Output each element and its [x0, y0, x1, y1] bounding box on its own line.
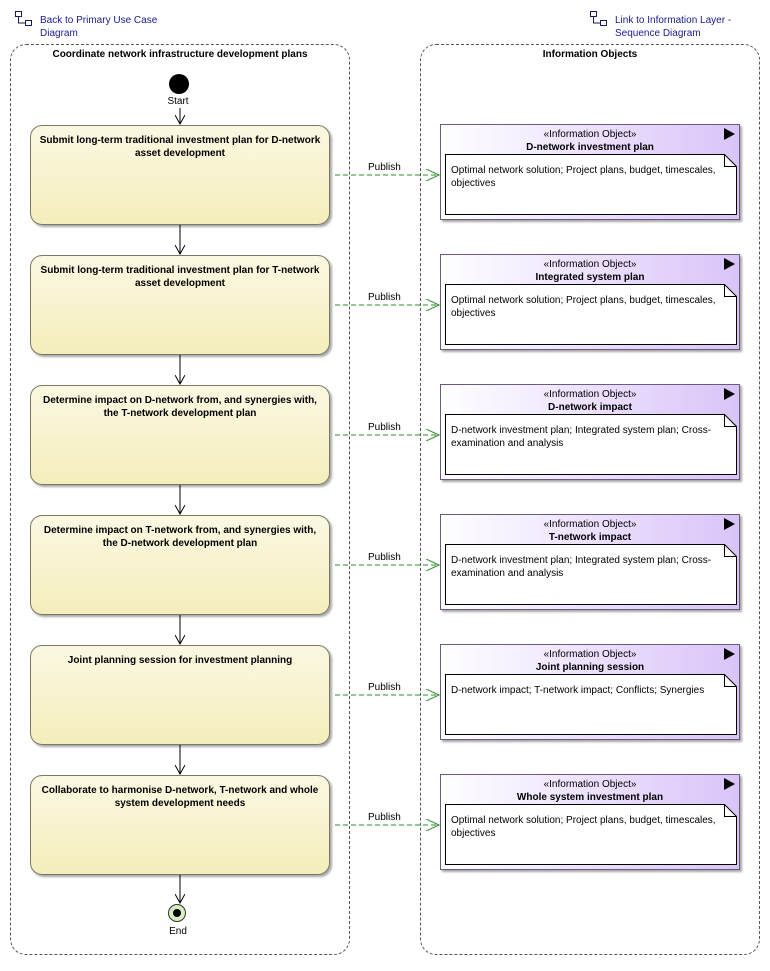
flag-icon: [724, 388, 735, 400]
stereotype-label: «Information Object»: [543, 649, 637, 660]
action-node[interactable]: Determine impact on D-network from, and …: [30, 385, 330, 485]
information-objects-partition-title: Information Objects: [542, 49, 638, 60]
action-label: Submit long-term traditional investment …: [39, 135, 321, 159]
flag-icon: [724, 258, 735, 270]
information-object-name: D-network impact: [548, 402, 632, 413]
stereotype-label: «Information Object»: [543, 389, 637, 400]
note-text: Optimal network solution; Project plans,…: [451, 815, 716, 839]
start-label: Start: [167, 96, 189, 107]
flag-icon: [724, 518, 735, 530]
note: Optimal network solution; Project plans,…: [445, 804, 737, 865]
publish-label: Publish: [368, 422, 401, 433]
note-text: Optimal network solution; Project plans,…: [451, 165, 716, 189]
note: D-network investment plan; Integrated sy…: [445, 414, 737, 475]
information-object[interactable]: «Information Object» Whole system investm…: [440, 774, 740, 870]
note: D-network investment plan; Integrated sy…: [445, 544, 737, 605]
note-shape: [445, 284, 737, 345]
action-node[interactable]: Determine impact on T-network from, and …: [30, 515, 330, 615]
information-object-name: T-network impact: [548, 532, 632, 543]
action-node[interactable]: Joint planning session for investment pl…: [30, 645, 330, 745]
note-shape: [445, 804, 737, 865]
end-node[interactable]: [168, 904, 186, 922]
information-object[interactable]: «Information Object» D-network investment…: [440, 124, 740, 220]
stereotype-label: «Information Object»: [543, 259, 637, 270]
end-label: End: [169, 926, 187, 937]
action-label: Joint planning session for investment pl…: [67, 655, 293, 666]
information-object-name: Joint planning session: [535, 662, 645, 673]
action-node[interactable]: Submit long-term traditional investment …: [30, 255, 330, 355]
note-shape: [445, 674, 737, 735]
note-text: Optimal network solution; Project plans,…: [451, 295, 716, 319]
information-object-name: D-network investment plan: [526, 142, 654, 153]
publish-label: Publish: [368, 682, 401, 693]
end-node-center: [173, 909, 181, 917]
note-shape: [445, 544, 737, 605]
flag-icon: [724, 778, 735, 790]
action-label: Collaborate to harmonise D-network, T-ne…: [41, 785, 319, 809]
action-node[interactable]: Collaborate to harmonise D-network, T-ne…: [30, 775, 330, 875]
action-label: Submit long-term traditional investment …: [40, 265, 320, 289]
note: D-network impact; T-network impact; Conf…: [445, 674, 737, 735]
action-node[interactable]: Submit long-term traditional investment …: [30, 125, 330, 225]
flag-icon: [724, 128, 735, 140]
stereotype-label: «Information Object»: [543, 779, 637, 790]
information-object[interactable]: «Information Object» Integrated system pl…: [440, 254, 740, 350]
publish-label: Publish: [368, 162, 401, 173]
stereotype-label: «Information Object»: [543, 519, 637, 530]
information-object[interactable]: «Information Object» Joint planning sessi…: [440, 644, 740, 740]
back-link-label[interactable]: Back to Primary Use Case Diagram: [40, 15, 158, 39]
note-text: D-network impact; T-network impact; Conf…: [451, 685, 705, 696]
flag-icon: [724, 648, 735, 660]
note-shape: [445, 414, 737, 475]
note-shape: [445, 154, 737, 215]
process-partition-title: Coordinate network infrastructure develo…: [52, 49, 308, 60]
information-objects-partition: Information Objects: [420, 44, 760, 955]
process-partition: Coordinate network infrastructure develo…: [10, 44, 350, 955]
action-label: Determine impact on T-network from, and …: [43, 525, 317, 549]
start-node[interactable]: [169, 74, 189, 94]
publish-label: Publish: [368, 552, 401, 563]
diagram-link-icon: [15, 11, 32, 26]
information-layer-link-label[interactable]: Link to Information Layer - Sequence Dia…: [615, 15, 732, 39]
information-object-name: Integrated system plan: [535, 272, 645, 283]
diagram-link-icon: [590, 11, 607, 26]
publish-label: Publish: [368, 812, 401, 823]
action-label: Determine impact on D-network from, and …: [43, 395, 317, 419]
note: Optimal network solution; Project plans,…: [445, 284, 737, 345]
note-text: D-network investment plan; Integrated sy…: [451, 555, 712, 579]
note: Optimal network solution; Project plans,…: [445, 154, 737, 215]
stereotype-label: «Information Object»: [543, 129, 637, 140]
note-text: D-network investment plan; Integrated sy…: [451, 425, 712, 449]
publish-label: Publish: [368, 292, 401, 303]
information-object-name: Whole system investment plan: [516, 792, 664, 803]
